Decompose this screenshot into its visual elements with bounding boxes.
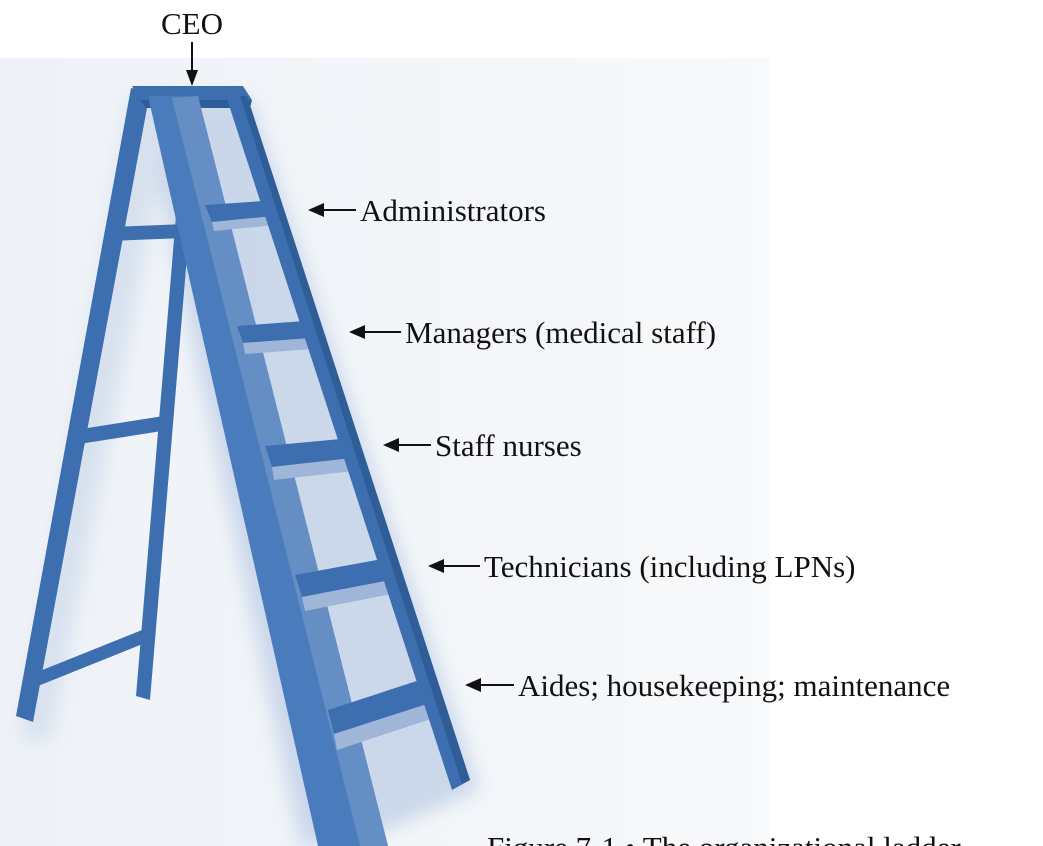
- arrow-head-3: [383, 438, 399, 452]
- label-managers: Managers (medical staff): [405, 315, 716, 350]
- back-rung-3: [28, 626, 152, 690]
- ceo-marker: CEO: [161, 6, 223, 86]
- rung-3-face: [272, 457, 362, 480]
- label-administrators: Administrators: [360, 193, 546, 228]
- label-aides: Aides; housekeeping; maintenance: [518, 668, 950, 703]
- rung-2-face: [243, 337, 326, 354]
- ladder-front: [132, 86, 470, 846]
- rung-5: [328, 676, 440, 734]
- arrow-head-5: [465, 678, 481, 692]
- rung-label-2: Managers (medical staff): [349, 315, 716, 350]
- rung-3: [265, 438, 362, 467]
- back-rung-1: [110, 224, 186, 241]
- ceo-label: CEO: [161, 6, 223, 41]
- rung-label-3: Staff nurses: [383, 428, 582, 463]
- rung-4-face: [302, 578, 402, 611]
- arrow-head-1: [308, 203, 324, 217]
- ceo-arrow-head: [186, 70, 198, 86]
- label-technicians: Technicians (including LPNs): [484, 549, 855, 584]
- back-left-rail: [16, 88, 150, 722]
- rung-4: [295, 557, 402, 597]
- arrow-head-2: [349, 325, 365, 339]
- front-right-rail-side: [240, 96, 470, 784]
- figure-caption: Figure 7-1 • The organizational ladder: [487, 830, 961, 846]
- rung-label-4: Technicians (including LPNs): [428, 549, 855, 584]
- rung-5-face: [334, 700, 440, 750]
- arrow-head-4: [428, 559, 444, 573]
- rung-label-5: Aides; housekeeping; maintenance: [465, 668, 950, 703]
- rung-label-1: Administrators: [308, 193, 546, 228]
- back-rung-2: [73, 415, 170, 445]
- label-staff-nurses: Staff nurses: [435, 428, 582, 463]
